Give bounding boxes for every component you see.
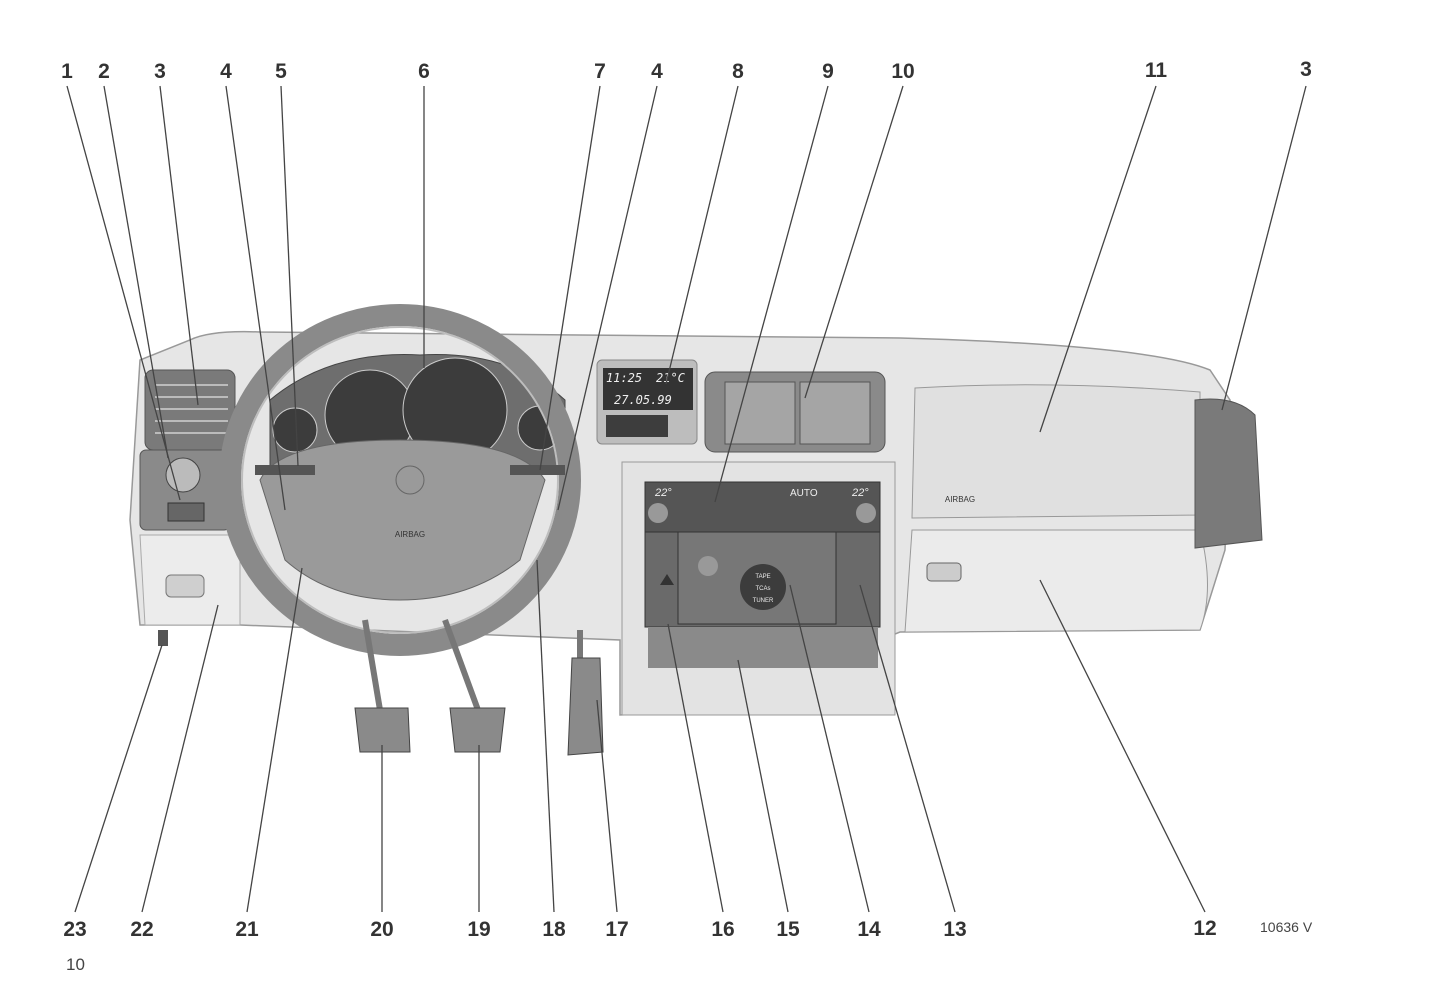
bonnet-release[interactable]: [158, 630, 168, 646]
clutch-pedal[interactable]: [354, 707, 411, 753]
steering-wheel[interactable]: [219, 304, 581, 656]
center-vent-right: [799, 381, 871, 445]
callout-15: 15: [776, 918, 800, 941]
display-temperature: 21°C: [656, 371, 686, 385]
callout-23: 23: [63, 918, 86, 941]
callout-11: 11: [1145, 59, 1168, 82]
steering-wheel-inner: [241, 326, 559, 634]
center-vent-left: [724, 381, 796, 445]
callout-14: 14: [857, 918, 881, 941]
callout-7: 7: [594, 60, 606, 83]
horn-emblem: [395, 465, 425, 495]
callout-20: 20: [370, 918, 393, 941]
callout-1: 1: [61, 60, 73, 83]
callout-4-left: 4: [220, 60, 232, 83]
callout-6: 6: [418, 60, 430, 83]
fuel-gauge: [272, 407, 318, 453]
passenger-airbag-text: AIRBAG: [945, 495, 975, 504]
brake-pedal[interactable]: [449, 707, 506, 753]
radio-tape-button[interactable]: TAPE: [755, 574, 770, 580]
climate-left-temp: 22°: [654, 487, 672, 499]
page-number: 10: [66, 955, 85, 974]
steering-wheel-hub: [259, 439, 546, 601]
turn-signal-lever[interactable]: [255, 465, 315, 475]
radio-control-pad[interactable]: [740, 564, 786, 610]
left-temp-knob[interactable]: [648, 503, 668, 523]
callout-16: 16: [711, 918, 734, 941]
radio-tcas-button[interactable]: TCAs: [756, 586, 771, 592]
callout-19: 19: [467, 918, 490, 941]
display-time: 11:25: [606, 371, 642, 385]
radio-volume-knob[interactable]: [698, 556, 718, 576]
callout-9: 9: [822, 60, 834, 83]
right-temp-knob[interactable]: [856, 503, 876, 523]
left-vent-slats: [155, 384, 228, 434]
hazard-warning-switch[interactable]: [660, 574, 674, 585]
callout-2: 2: [98, 60, 110, 83]
warning-display: [606, 415, 668, 437]
storage-compartment-handle: [165, 574, 205, 598]
climate-right-temp: 22°: [851, 487, 869, 499]
callout-21: 21: [235, 918, 259, 941]
leader-lines: [66, 85, 1307, 913]
right-vent: [1194, 398, 1263, 549]
callout-17: 17: [605, 918, 628, 941]
upper-glovebox[interactable]: [911, 384, 1201, 519]
pedal-arms: [362, 618, 583, 712]
fog-light-switch[interactable]: [167, 502, 205, 522]
accelerator-pedal[interactable]: [567, 657, 604, 756]
callout-22: 22: [130, 918, 153, 941]
wiper-lever[interactable]: [510, 465, 565, 475]
light-switch[interactable]: [165, 457, 201, 493]
callout-8: 8: [732, 60, 744, 83]
storage-tray: [648, 628, 878, 668]
callout-13: 13: [943, 918, 966, 941]
callout-12: 12: [1193, 917, 1216, 940]
callout-18: 18: [542, 918, 566, 941]
callout-5: 5: [275, 60, 287, 83]
callout-3-right: 3: [1300, 58, 1312, 81]
callout-4-right: 4: [651, 60, 663, 83]
callout-10: 10: [891, 60, 914, 83]
callout-3-left: 3: [154, 60, 166, 83]
steering-airbag-text: AIRBAG: [395, 530, 425, 539]
glovebox-handle[interactable]: [926, 562, 962, 582]
info-display: [603, 368, 693, 410]
radio-tuner-button[interactable]: TUNER: [753, 598, 774, 604]
figure-code: 10636 V: [1260, 919, 1313, 935]
display-date: 27.05.99: [614, 393, 672, 407]
climate-control-panel: [644, 481, 881, 533]
climate-auto: AUTO: [790, 488, 818, 499]
